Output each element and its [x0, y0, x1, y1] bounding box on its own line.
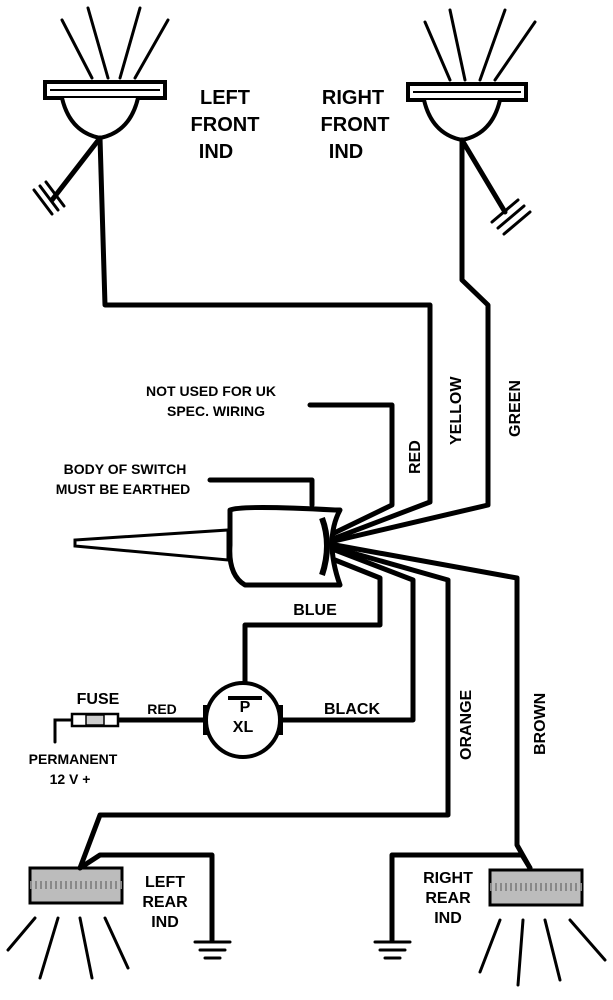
blue-wire: [242, 557, 383, 703]
orange-wire: [77, 545, 451, 871]
left-rear-label-1: LEFT: [145, 874, 185, 891]
right-rear-earth: [373, 852, 533, 960]
permanent-label-1: PERMANENT: [29, 751, 118, 767]
right-rear-label-2: REAR: [425, 890, 471, 907]
flasher-terminal-p: P: [240, 699, 251, 716]
left-rear-indicator-lamp: [6, 866, 130, 980]
flasher-unit: [203, 681, 283, 759]
red-fuse-wire-label: RED: [147, 701, 177, 717]
left-front-label-2: FRONT: [191, 114, 260, 136]
permanent-supply-wire: [53, 718, 74, 744]
left-front-label-1: LEFT: [200, 87, 250, 109]
not-used-note-1: NOT USED FOR UK: [146, 383, 276, 399]
fuse-label: FUSE: [77, 691, 120, 708]
body-earth-wire: [207, 477, 315, 508]
left-front-earth: [32, 135, 103, 216]
red-top-wire: [307, 402, 395, 538]
yellow-wire-label: YELLOW: [448, 376, 465, 445]
orange-wire-label: ORANGE: [458, 689, 475, 760]
indicator-switch: [73, 505, 343, 588]
left-rear-earth: [77, 852, 232, 960]
green-wire: [327, 137, 491, 545]
black-wire-label: BLACK: [324, 701, 380, 718]
green-wire-label: GREEN: [507, 380, 524, 437]
right-front-indicator-lamp: [406, 8, 537, 143]
left-rear-label-2: REAR: [142, 894, 188, 911]
right-rear-label-3: IND: [434, 910, 462, 927]
not-used-note-2: SPEC. WIRING: [167, 403, 265, 419]
brown-wire-label: BROWN: [532, 693, 549, 755]
yellow-wire: [97, 135, 433, 543]
red-top-wire-label: RED: [407, 440, 424, 474]
left-front-indicator-lamp: [43, 6, 170, 141]
right-front-label-3: IND: [329, 141, 363, 163]
permanent-label-2: 12 V +: [50, 771, 91, 787]
blue-wire-label: BLUE: [293, 602, 337, 619]
flasher-terminal-xl: XL: [233, 719, 254, 736]
body-switch-note-1: BODY OF SWITCH: [64, 461, 187, 477]
right-front-earth: [459, 137, 532, 236]
right-rear-label-1: RIGHT: [423, 870, 473, 887]
black-wire: [277, 547, 416, 723]
right-front-label-2: FRONT: [321, 114, 390, 136]
right-rear-indicator-lamp: [478, 868, 607, 987]
fuse: [70, 712, 120, 728]
left-rear-label-3: IND: [151, 914, 179, 931]
right-front-label-1: RIGHT: [322, 87, 384, 109]
left-front-label-3: IND: [199, 141, 233, 163]
body-switch-note-2: MUST BE EARTHED: [56, 481, 191, 497]
